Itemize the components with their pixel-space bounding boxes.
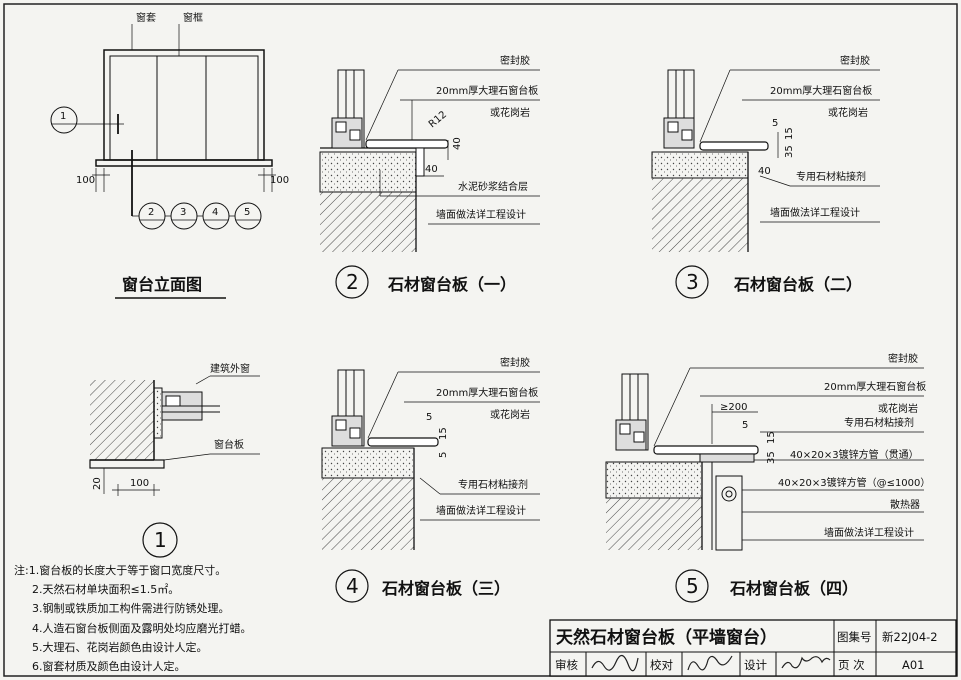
callout-2: 2 bbox=[148, 207, 154, 218]
d1-label-window: 建筑外窗 bbox=[210, 362, 250, 375]
d5-label-wall: 墙面做法详工程设计 bbox=[824, 526, 914, 539]
d3-number: 3 bbox=[686, 270, 699, 294]
callout-3: 3 bbox=[180, 207, 186, 218]
d3-label-wall: 墙面做法详工程设计 bbox=[770, 206, 860, 219]
notes: 注:1.窗台板的长度大于等于窗口宽度尺寸。 2.天然石材单块面积≤1.5㎡。 3… bbox=[14, 563, 252, 673]
review-signature bbox=[591, 654, 639, 672]
d5-label-granite: 或花岗岩 bbox=[878, 402, 918, 415]
d5-dim-d: 15 bbox=[766, 431, 777, 444]
d3-label-sealant: 密封胶 bbox=[840, 54, 870, 67]
d2-label-slab: 20mm厚大理石窗台板 bbox=[436, 84, 538, 97]
design-signature bbox=[781, 656, 831, 669]
d5-caption: 石材窗台板（四） bbox=[729, 579, 858, 598]
title-block: 天然石材窗台板（平墙窗台） 图集号 新22J04-2 审核 校对 设计 页 次 … bbox=[549, 619, 957, 677]
d1-label-sill: 窗台板 bbox=[214, 438, 244, 451]
d5-label-radiator: 散热器 bbox=[890, 498, 920, 511]
dim-right: 100 bbox=[270, 175, 289, 186]
detail-2: 密封胶 20mm厚大理石窗台板 或花岗岩 水泥砂浆结合层 墙面做法详工程设计 R… bbox=[319, 54, 540, 299]
page-number: A01 bbox=[902, 658, 925, 672]
atlas-label: 图集号 bbox=[837, 630, 872, 644]
d2-label-mortar: 水泥砂浆结合层 bbox=[458, 180, 528, 193]
d2-dim-r: R12 bbox=[427, 109, 449, 130]
detail-5: 密封胶 20mm厚大理石窗台板 或花岗岩 专用石材粘接剂 40×20×3镀锌方管… bbox=[605, 352, 930, 603]
d3-label-adhesive: 专用石材粘接剂 bbox=[796, 170, 866, 183]
note-line: 5.大理石、花岗岩颜色由设计人定。 bbox=[32, 640, 208, 654]
callout-4: 4 bbox=[212, 207, 218, 218]
review-label: 审核 bbox=[555, 658, 578, 672]
note-line: 4.人造石窗台板侧面及露明处均应磨光打蜡。 bbox=[32, 621, 252, 635]
d2-label-granite: 或花岗岩 bbox=[490, 106, 530, 119]
d5-label-slab: 20mm厚大理石窗台板 bbox=[824, 380, 926, 393]
d3-label-slab: 20mm厚大理石窗台板 bbox=[770, 84, 872, 97]
callout-5: 5 bbox=[244, 207, 250, 218]
d5-label-tube-through: 40×20×3镀锌方管（贯通） bbox=[790, 448, 919, 461]
page-label: 页 次 bbox=[838, 658, 865, 672]
d3-label-granite: 或花岗岩 bbox=[828, 106, 868, 119]
d5-label-tube-spaced: 40×20×3镀锌方管（@≤1000） bbox=[778, 476, 930, 489]
detail-1: 建筑外窗 窗台板 20 100 1 bbox=[89, 362, 260, 558]
d5-dim-c: 35 bbox=[766, 451, 777, 464]
sheet-border bbox=[3, 3, 958, 677]
d1-number: 1 bbox=[154, 528, 167, 552]
elevation-caption: 窗台立面图 bbox=[122, 275, 202, 294]
d1-dim-a: 20 bbox=[92, 477, 103, 490]
d2-dim-w: 40 bbox=[425, 164, 438, 175]
callout-1: 1 bbox=[60, 111, 66, 122]
d4-dim-a: 5 bbox=[426, 412, 432, 423]
d3-caption: 石材窗台板（二） bbox=[733, 275, 862, 294]
d5-dim-b: 5 bbox=[742, 420, 748, 431]
d4-dim-c: 5 bbox=[438, 452, 449, 458]
d4-label-granite: 或花岗岩 bbox=[490, 408, 530, 421]
d3-dim-d: 40 bbox=[758, 166, 771, 177]
note-line: 注:1.窗台板的长度大于等于窗口宽度尺寸。 bbox=[14, 563, 226, 577]
dim-left: 100 bbox=[76, 175, 95, 186]
d2-label-sealant: 密封胶 bbox=[500, 54, 530, 67]
d5-dim-a: ≥200 bbox=[720, 402, 747, 413]
d4-number: 4 bbox=[346, 574, 359, 598]
design-label: 设计 bbox=[744, 658, 767, 672]
d2-caption: 石材窗台板（一） bbox=[387, 275, 516, 294]
detail-4: 密封胶 20mm厚大理石窗台板 或花岗岩 专用石材粘接剂 墙面做法详工程设计 5… bbox=[321, 356, 540, 603]
d5-number: 5 bbox=[686, 574, 699, 598]
check-signature bbox=[687, 655, 733, 671]
frame-label: 窗框 bbox=[183, 11, 203, 24]
d2-label-wall: 墙面做法详工程设计 bbox=[436, 208, 526, 221]
d4-label-wall: 墙面做法详工程设计 bbox=[436, 504, 526, 517]
d4-dim-b: 15 bbox=[438, 427, 449, 440]
d4-label-slab: 20mm厚大理石窗台板 bbox=[436, 386, 538, 399]
atlas-number: 新22J04-2 bbox=[882, 630, 938, 644]
window-sill-elevation: 窗套 窗框 1 100 100 2 3 4 5 bbox=[50, 11, 289, 299]
note-line: 2.天然石材单块面积≤1.5㎡。 bbox=[32, 582, 179, 596]
d4-label-sealant: 密封胶 bbox=[500, 356, 530, 369]
d3-dim-a: 5 bbox=[772, 118, 778, 129]
note-line: 3.钢制或铁质加工构件需进行防锈处理。 bbox=[32, 601, 230, 615]
d4-caption: 石材窗台板（三） bbox=[381, 579, 510, 598]
d5-label-sealant: 密封胶 bbox=[888, 352, 918, 365]
d3-dim-c: 35 bbox=[784, 145, 795, 158]
d1-dim-b: 100 bbox=[130, 478, 149, 489]
note-line: 6.窗套材质及颜色由设计人定。 bbox=[32, 659, 186, 673]
d2-dim-h: 40 bbox=[452, 137, 463, 150]
detail-3: 密封胶 20mm厚大理石窗台板 或花岗岩 专用石材粘接剂 墙面做法详工程设计 5… bbox=[651, 54, 880, 299]
d5-label-adhesive: 专用石材粘接剂 bbox=[844, 416, 914, 429]
check-label: 校对 bbox=[650, 658, 673, 672]
d2-number: 2 bbox=[346, 270, 359, 294]
d4-label-adhesive: 专用石材粘接剂 bbox=[458, 478, 528, 491]
d3-dim-b: 15 bbox=[784, 127, 795, 140]
casing-label: 窗套 bbox=[136, 11, 156, 24]
drawing-title: 天然石材窗台板（平墙窗台） bbox=[556, 627, 777, 648]
